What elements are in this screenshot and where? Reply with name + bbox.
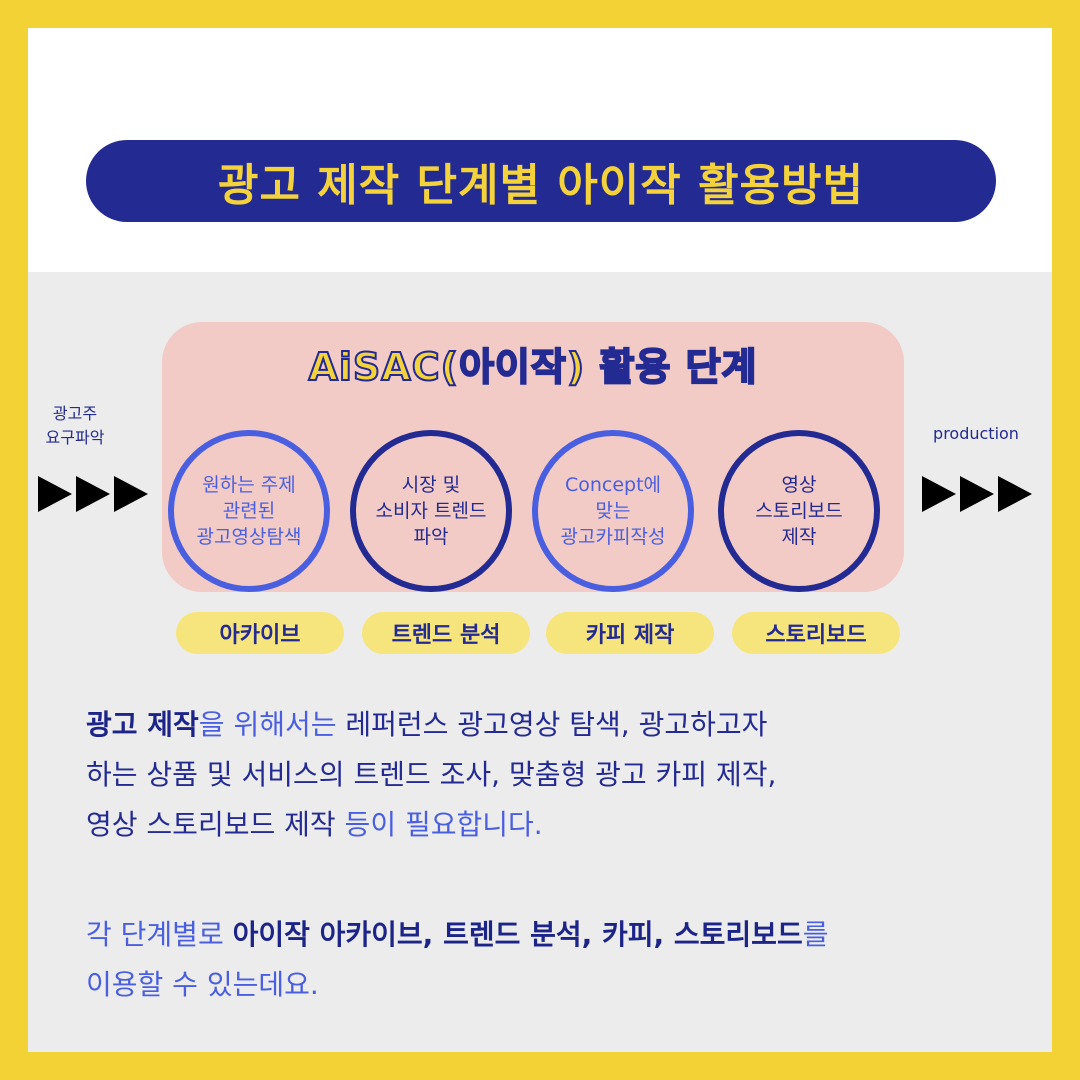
p1-line3: 영상 스토리보드 제작 <box>86 808 336 841</box>
left-arrows-icon <box>38 476 148 512</box>
step-circle-3: Concept에 맞는 광고카피작성 <box>532 430 694 592</box>
step-text-3: Concept에 맞는 광고카피작성 <box>560 474 666 548</box>
tag-storyboard: 스토리보드 <box>732 612 900 654</box>
step-text-1: 원하는 주제 관련된 광고영상탐색 <box>196 474 302 548</box>
step-text-4: 영상 스토리보드 제작 <box>755 474 843 548</box>
step-text-2: 시장 및 소비자 트렌드 파악 <box>375 474 487 548</box>
p2-line2: 이용할 수 있는데요. <box>86 968 319 1001</box>
tag-archive: 아카이브 <box>176 612 344 654</box>
p1-light: 을 위해서는 <box>198 708 346 741</box>
page-title: 광고 제작 단계별 아이작 활용방법 <box>218 160 864 211</box>
p2-bold: 아이작 아카이브, 트렌드 분석, 카피, 스토리보드 <box>232 918 803 951</box>
paragraph-2: 각 단계별로 아이작 아카이브, 트렌드 분석, 카피, 스토리보드를 이용할 … <box>86 910 1026 1010</box>
p1-text: 레퍼런스 광고영상 탐색, 광고하고자 <box>345 708 768 741</box>
card-frame: 광고 제작 단계별 아이작 활용방법 광고주 요구파악 production A… <box>28 28 1052 1052</box>
p1-end: 등이 필요합니다. <box>335 808 543 841</box>
tag-copy: 카피 제작 <box>546 612 714 654</box>
tag-trend: 트렌드 분석 <box>362 612 530 654</box>
p1-line2: 하는 상품 및 서비스의 트렌드 조사, 맞춤형 광고 카피 제작, <box>86 758 777 791</box>
p2-end: 를 <box>802 918 829 951</box>
step-circle-1: 원하는 주제 관련된 광고영상탐색 <box>168 430 330 592</box>
title-banner: 광고 제작 단계별 아이작 활용방법 <box>86 140 996 222</box>
panel-title: AiSAC(아이작) 활용 단계 <box>307 344 758 390</box>
right-note: production <box>933 424 1019 443</box>
p2-start: 각 단계별로 <box>86 918 233 951</box>
p1-bold: 광고 제작 <box>86 708 199 741</box>
step-circle-4: 영상 스토리보드 제작 <box>718 430 880 592</box>
step-circle-2: 시장 및 소비자 트렌드 파악 <box>350 430 512 592</box>
header-area: 광고 제작 단계별 아이작 활용방법 <box>28 28 1052 272</box>
paragraph-1: 광고 제작을 위해서는 레퍼런스 광고영상 탐색, 광고하고자 하는 상품 및 … <box>86 700 1026 850</box>
right-arrows-icon <box>922 476 1032 512</box>
left-note: 광고주 요구파악 <box>45 404 105 447</box>
